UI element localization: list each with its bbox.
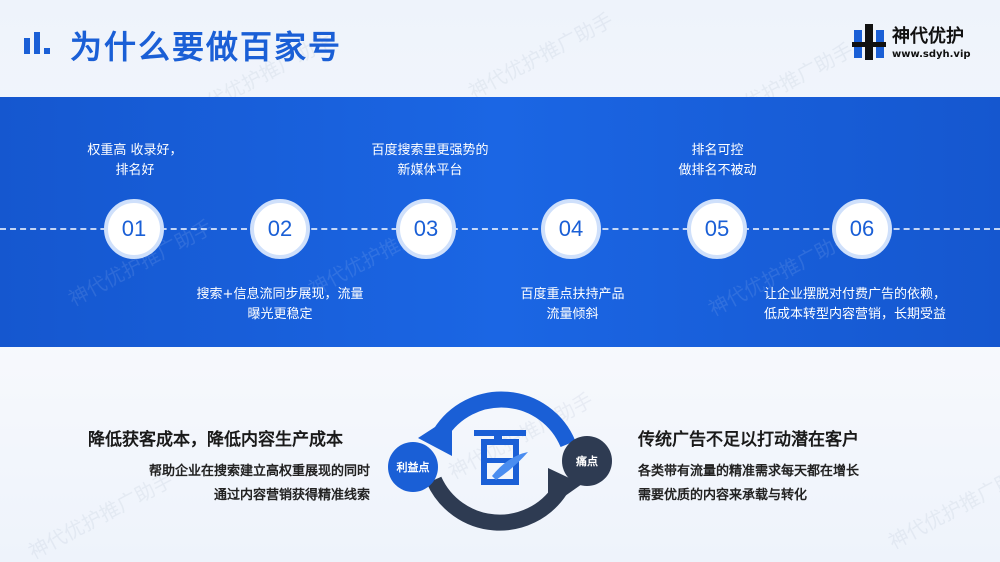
cycle-diagram: [418, 391, 582, 531]
step-text-06: 让企业摆脱对付费广告的依赖， 低成本转型内容营销，长期受益: [763, 287, 946, 322]
step-circle-05: 05: [687, 199, 747, 259]
brand-logo: 神代优护 www.sdyh.vip: [852, 22, 982, 64]
step-circle-01: 01: [104, 199, 164, 259]
step-text-01: 权重高 收录好， 排名好: [87, 143, 183, 178]
brand-url: www.sdyh.vip: [892, 49, 971, 60]
cycle-arrow-top: [433, 391, 576, 448]
left-heading: 降低获客成本，降低内容生产成本: [88, 430, 343, 450]
pain-point-tag: 痛点: [562, 436, 612, 486]
step-text-05: 排名可控 做排名不被动: [678, 143, 757, 178]
right-heading: 传统广告不足以打动潜在客户: [638, 430, 859, 450]
brand-name: 神代优护: [892, 26, 964, 47]
right-description: 各类带有流量的精准需求每天都在增长 需要优质的内容来承载与转化: [638, 464, 860, 503]
cycle-arrowhead-top: [418, 416, 452, 456]
title-bars-icon: [24, 30, 58, 54]
step-text-04: 百度重点扶持产品 流量倾斜: [520, 287, 625, 322]
step-circle-02: 02: [250, 199, 310, 259]
cycle-arrowhead-bottom: [548, 468, 582, 508]
step-text-03: 百度搜索里更强势的 新媒体平台: [371, 143, 489, 178]
step-circle-03: 03: [396, 199, 456, 259]
benefit-tag: 利益点: [388, 442, 438, 492]
cycle-arrow-bottom: [426, 476, 567, 531]
advantages-band: 神代优护推广助手 神代优护推广助手 神代优护推广助手 权重高 收录好， 排名好 …: [0, 97, 1000, 347]
step-circle-06: 06: [832, 199, 892, 259]
timeline-dashed-line: [0, 228, 1000, 230]
watermark: 神代优护推广助手: [464, 7, 617, 104]
step-circle-04: 04: [541, 199, 601, 259]
brand-logo-icon: [852, 24, 886, 60]
baijiahao-logo-icon: [474, 430, 528, 485]
step-text-02: 搜索+信息流同步展现，流量 曝光更稳定: [196, 287, 364, 322]
left-description: 帮助企业在搜索建立高权重展现的同时 通过内容营销获得精准线索: [148, 464, 370, 503]
page-title: 为什么要做百家号: [70, 28, 343, 66]
